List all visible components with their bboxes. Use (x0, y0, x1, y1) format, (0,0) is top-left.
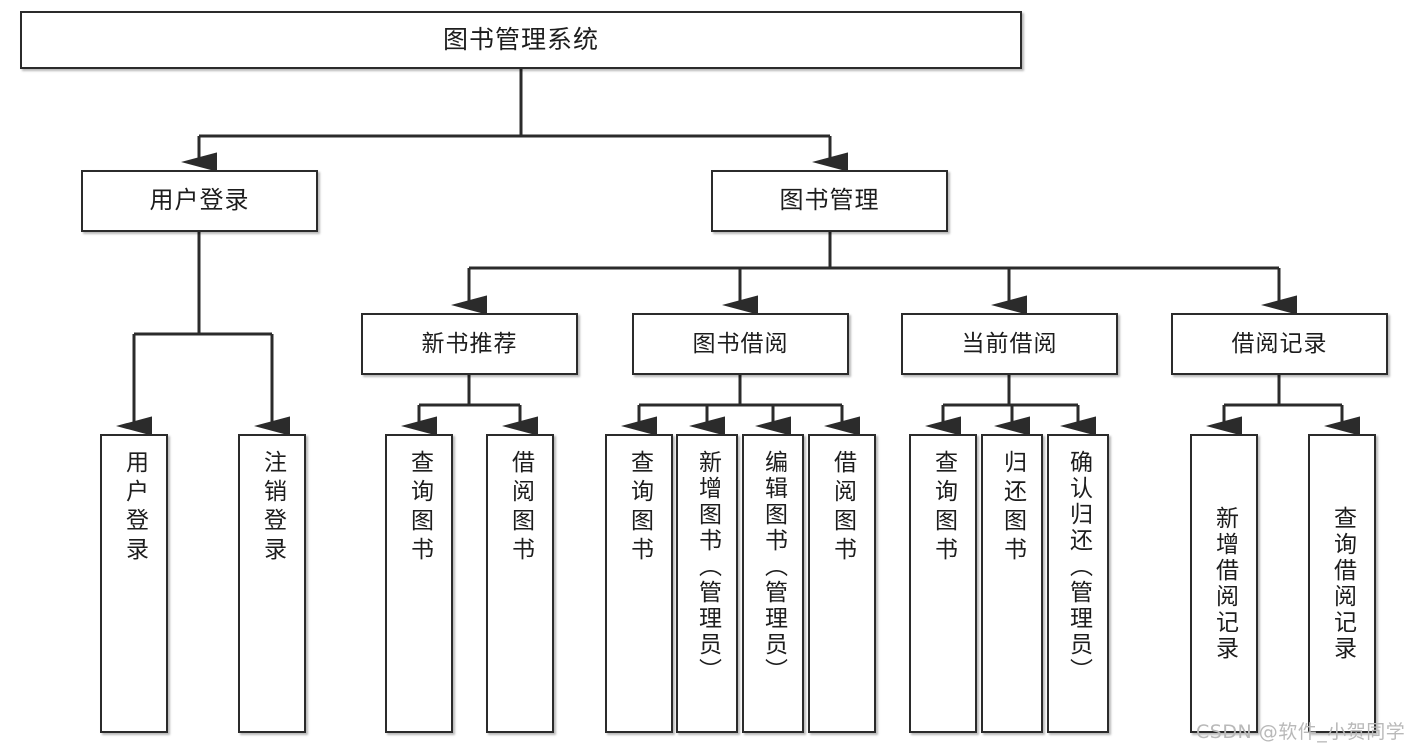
node-new-book-recommend-label: 新书推荐 (421, 330, 518, 357)
node-book-borrow-label: 图书借阅 (692, 330, 789, 357)
leaf-query-book-borrow-label: 查询图书 (626, 450, 653, 566)
node-borrow-record[interactable]: 借阅记录 (1171, 313, 1388, 375)
leaf-lend-book[interactable]: 借阅图书 (808, 434, 876, 733)
leaf-query-borrow-record-label: 查询借阅记录 (1329, 505, 1356, 662)
node-root[interactable]: 图书管理系统 (20, 11, 1022, 69)
node-user-login-label: 用户登录 (149, 186, 250, 215)
node-root-label: 图书管理系统 (442, 24, 599, 54)
leaf-add-borrow-record-label: 新增借阅记录 (1211, 505, 1238, 662)
node-current-borrow[interactable]: 当前借阅 (901, 313, 1118, 375)
leaf-query-book-borrow[interactable]: 查询图书 (605, 434, 673, 733)
leaf-add-book-admin[interactable]: 新增图书（管理员） (676, 434, 738, 733)
leaf-add-book-admin-label: 新增图书（管理员） (694, 450, 721, 684)
leaf-return-book-label: 归还图书 (999, 450, 1026, 566)
csdn-watermark: CSDN @软件_小贺同学 (1196, 721, 1405, 743)
node-borrow-record-label: 借阅记录 (1231, 330, 1328, 357)
leaf-add-borrow-record[interactable]: 新增借阅记录 (1190, 434, 1258, 733)
leaf-borrow-book-newbook[interactable]: 借阅图书 (486, 434, 554, 733)
leaf-lend-book-label: 借阅图书 (829, 450, 856, 566)
leaf-query-book-newbook[interactable]: 查询图书 (385, 434, 453, 733)
node-book-borrow[interactable]: 图书借阅 (632, 313, 849, 375)
node-book-management-label: 图书管理 (779, 186, 880, 215)
node-current-borrow-label: 当前借阅 (961, 330, 1058, 357)
node-user-login[interactable]: 用户登录 (81, 170, 318, 232)
leaf-query-book-current-label: 查询图书 (930, 450, 957, 566)
leaf-confirm-return-admin[interactable]: 确认归还（管理员） (1047, 434, 1109, 733)
leaf-user-login[interactable]: 用户登录 (100, 434, 168, 733)
node-new-book-recommend[interactable]: 新书推荐 (361, 313, 578, 375)
leaf-query-book-newbook-label: 查询图书 (406, 450, 433, 566)
leaf-query-borrow-record[interactable]: 查询借阅记录 (1308, 434, 1376, 733)
leaf-edit-book-admin[interactable]: 编辑图书（管理员） (742, 434, 804, 733)
leaf-query-book-current[interactable]: 查询图书 (909, 434, 977, 733)
leaf-user-logout[interactable]: 注销登录 (238, 434, 306, 733)
leaf-user-login-label: 用户登录 (121, 450, 148, 566)
leaf-edit-book-admin-label: 编辑图书（管理员） (760, 450, 787, 684)
leaf-user-logout-label: 注销登录 (259, 450, 286, 566)
leaf-borrow-book-newbook-label: 借阅图书 (507, 450, 534, 566)
leaf-return-book[interactable]: 归还图书 (981, 434, 1043, 733)
node-book-management[interactable]: 图书管理 (711, 170, 948, 232)
leaf-confirm-return-admin-label: 确认归还（管理员） (1065, 450, 1092, 684)
